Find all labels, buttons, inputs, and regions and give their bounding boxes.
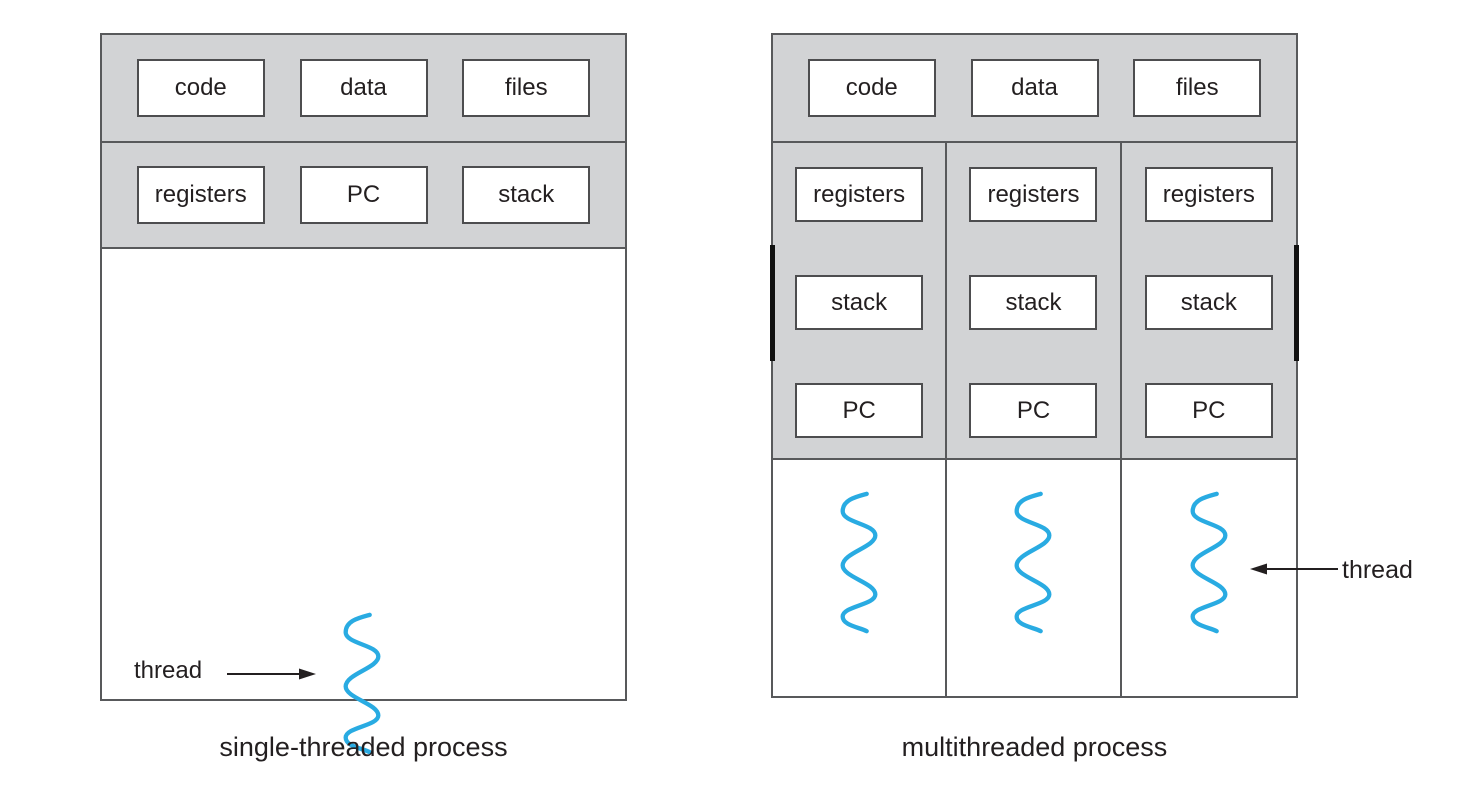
thread-label: thread — [134, 657, 203, 684]
thread-column-2: registers stack PC — [947, 143, 1122, 696]
data-label: data — [1011, 74, 1058, 101]
registers-label: registers — [1162, 180, 1255, 208]
stack-label: stack — [1005, 288, 1062, 316]
files-label: files — [1175, 74, 1219, 101]
registers-box: registers — [795, 167, 924, 222]
files-label: files — [504, 74, 548, 101]
thread-state-section: registers stack PC — [947, 143, 1120, 460]
stack-box: stack — [969, 275, 1098, 330]
thread-state-section: registers PC stack — [102, 143, 625, 249]
thread-column-3: registers stack PC — [1121, 143, 1296, 696]
thread-arrow-left-icon — [1250, 563, 1338, 575]
multithreaded-process-box: code data files registers stack PC — [770, 33, 1299, 698]
thread-area: thread — [102, 249, 625, 755]
pc-label: PC — [842, 396, 876, 424]
registers-box: registers — [969, 167, 1098, 222]
thread-state-section: registers stack PC — [1121, 143, 1296, 460]
thread-area — [1121, 460, 1296, 696]
pc-box: PC — [299, 166, 428, 224]
registers-label: registers — [154, 181, 247, 208]
data-label: data — [340, 74, 387, 101]
pc-box: PC — [969, 383, 1098, 438]
pc-label: PC — [346, 181, 381, 208]
thread-squiggle-icon — [1190, 491, 1228, 634]
stack-box: stack — [1144, 275, 1273, 330]
shared-resources-section: code data files — [773, 35, 1296, 143]
pc-box: PC — [1144, 383, 1273, 438]
thread-squiggle-icon — [840, 491, 878, 634]
pc-label: PC — [1016, 396, 1051, 424]
pc-box: PC — [795, 383, 924, 438]
shared-resources-section: code data files — [102, 35, 625, 143]
code-box: code — [807, 59, 936, 117]
thread-area — [947, 460, 1120, 696]
registers-box: registers — [1144, 167, 1273, 222]
stack-label: stack — [831, 288, 888, 316]
code-label: code — [174, 74, 227, 101]
single-threaded-caption: single-threaded process — [219, 732, 508, 762]
stack-box: stack — [795, 275, 924, 330]
data-box: data — [299, 59, 428, 117]
thread-area — [773, 460, 946, 696]
single-threaded-process-box: code data files registers PC stack threa… — [100, 33, 627, 755]
code-box: code — [136, 59, 265, 117]
edge-mark-left — [770, 245, 775, 361]
registers-label: registers — [987, 180, 1080, 208]
thread-label: thread — [1342, 556, 1413, 584]
registers-label: registers — [813, 180, 906, 208]
registers-box: registers — [136, 166, 265, 224]
multithreaded-caption: multithreaded process — [901, 732, 1168, 762]
thread-columns: registers stack PC registers — [773, 143, 1296, 696]
files-box: files — [1133, 59, 1262, 117]
thread-state-section: registers stack PC — [773, 143, 946, 460]
stack-box: stack — [462, 166, 591, 224]
stack-label: stack — [1180, 288, 1237, 316]
thread-squiggle-icon — [1015, 491, 1052, 634]
pc-label: PC — [1192, 396, 1226, 424]
code-label: code — [845, 74, 898, 101]
thread-squiggle-icon — [343, 612, 381, 755]
thread-arrow-right-icon — [227, 668, 316, 680]
edge-mark-right — [1294, 245, 1299, 361]
files-box: files — [462, 59, 591, 117]
thread-column-1: registers stack PC — [773, 143, 948, 696]
data-box: data — [970, 59, 1099, 117]
stack-label: stack — [498, 181, 555, 208]
